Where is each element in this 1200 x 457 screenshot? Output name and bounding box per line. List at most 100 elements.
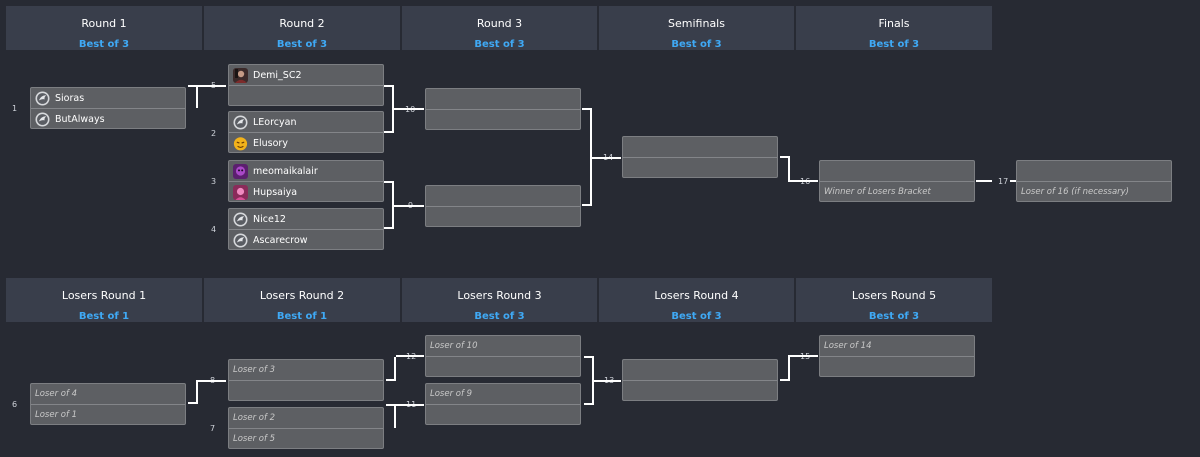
match-slot-top[interactable] (623, 137, 777, 157)
match-slot-bottom[interactable]: Winner of Losers Bracket (820, 182, 974, 202)
match-10[interactable] (425, 88, 581, 130)
slot-divider (426, 206, 580, 207)
round-name: Round 1 (81, 17, 127, 30)
match-3[interactable]: meomaikalair Hupsaiya (228, 160, 384, 202)
player-name: LEorcyan (253, 116, 297, 128)
match-17[interactable]: Loser of 16 (if necessary) (1016, 160, 1172, 202)
match-slot-top[interactable]: Loser of 9 (426, 384, 580, 404)
match-slot-bottom[interactable] (229, 381, 383, 401)
match-slot-bottom[interactable] (426, 405, 580, 425)
bracket-connector (384, 181, 394, 229)
match-11[interactable]: Loser of 9 (425, 383, 581, 425)
best-of-label: Best of 3 (474, 39, 525, 50)
bracket-connector (386, 404, 396, 428)
match-slot-top[interactable]: Loser of 10 (426, 336, 580, 356)
player-name: Demi_SC2 (253, 69, 302, 81)
best-of-label: Best of 3 (868, 39, 920, 50)
slot-divider (229, 181, 383, 182)
match-slot-top[interactable] (820, 161, 974, 181)
match-slot-top[interactable]: Loser of 4 (31, 384, 185, 404)
bracket-connector (394, 205, 424, 207)
placeholder-label: Loser of 14 (824, 341, 872, 351)
match-9[interactable] (425, 185, 581, 227)
placeholder-label: Loser of 5 (233, 434, 276, 444)
round-name: Losers Round 3 (457, 289, 542, 302)
wing-icon (35, 112, 50, 127)
placeholder-label: Loser of 9 (430, 389, 473, 399)
placeholder-label: Loser of 16 (if necessary) (1021, 187, 1130, 197)
match-1[interactable]: Sioras ButAlways (30, 87, 186, 129)
round-name: Semifinals (668, 17, 725, 30)
match-slot-top[interactable] (426, 186, 580, 206)
bracket-connector (1010, 180, 1016, 182)
match-slot-top[interactable]: Sioras (31, 88, 185, 108)
match-12[interactable]: Loser of 10 (425, 335, 581, 377)
match-slot-top[interactable] (623, 360, 777, 380)
match-4[interactable]: Nice12 Ascarecrow (228, 208, 384, 250)
match-13[interactable] (622, 359, 778, 401)
match-slot-top[interactable]: Loser of 2 (229, 408, 383, 428)
round-name: Losers Round 4 (654, 289, 739, 302)
match-8[interactable]: Loser of 3 (228, 359, 384, 401)
match-2[interactable]: LEorcyan Elusory (228, 111, 384, 153)
match-slot-bottom[interactable]: Ascarecrow (229, 230, 383, 250)
match-slot-bottom[interactable] (229, 86, 383, 106)
match-slot-top[interactable]: LEorcyan (229, 112, 383, 132)
match-slot-bottom[interactable]: Elusory (229, 133, 383, 153)
round-name: Losers Round 2 (259, 289, 345, 302)
header-round-3: Round 3 Best of 3 (402, 6, 597, 50)
placeholder-label: Loser of 2 (233, 413, 276, 423)
match-16[interactable]: Winner of Losers Bracket (819, 160, 975, 202)
match-15[interactable]: Loser of 14 (819, 335, 975, 377)
match-slot-top[interactable]: meomaikalair (229, 161, 383, 181)
placeholder-label: Loser of 10 (430, 341, 478, 351)
match-slot-bottom[interactable]: Loser of 5 (229, 429, 383, 449)
match-number: 4 (211, 225, 217, 234)
match-number: 2 (211, 129, 217, 138)
header-losers-round-2: Losers Round 2 Best of 1 (204, 278, 400, 322)
match-slot-bottom[interactable]: ButAlways (31, 109, 185, 129)
match-slot-bottom[interactable] (426, 357, 580, 377)
best-of-label: Best of 3 (671, 39, 722, 50)
match-slot-top[interactable]: Nice12 (229, 209, 383, 229)
header-round-1: Round 1 Best of 3 (6, 6, 202, 50)
wing-icon (233, 233, 248, 248)
slot-divider (229, 380, 383, 381)
match-6[interactable]: Loser of 4 Loser of 1 (30, 383, 186, 425)
match-number: 1 (12, 104, 18, 113)
bracket-connector (790, 355, 818, 357)
match-slot-bottom[interactable] (820, 357, 974, 377)
match-slot-bottom[interactable] (426, 110, 580, 130)
player-name: Elusory (253, 137, 288, 149)
match-slot-bottom[interactable]: Loser of 16 (if necessary) (1017, 182, 1171, 202)
emoji-avatar (233, 136, 248, 151)
best-of-label: Best of 3 (276, 39, 328, 50)
player-name: meomaikalair (253, 165, 318, 177)
match-slot-top[interactable]: Loser of 14 (820, 336, 974, 356)
player-name: Ascarecrow (253, 234, 308, 246)
player-name: Sioras (55, 92, 85, 104)
match-14[interactable] (622, 136, 778, 178)
bracket-connector (780, 355, 790, 381)
slot-divider (426, 404, 580, 405)
match-slot-bottom[interactable] (623, 158, 777, 178)
slot-divider (623, 380, 777, 381)
match-slot-top[interactable] (1017, 161, 1171, 181)
slot-divider (229, 229, 383, 230)
match-slot-bottom[interactable]: Hupsaiya (229, 182, 383, 202)
match-slot-top[interactable]: Demi_SC2 (229, 65, 383, 85)
bracket-connector (584, 356, 594, 405)
match-slot-bottom[interactable] (426, 207, 580, 227)
match-slot-bottom[interactable] (623, 381, 777, 401)
header-losers-round-5: Losers Round 5 Best of 3 (796, 278, 992, 322)
match-slot-top[interactable] (426, 89, 580, 109)
best-of-label: Best of 3 (868, 311, 920, 322)
match-number: 3 (211, 177, 217, 186)
match-5[interactable]: Demi_SC2 (228, 64, 384, 106)
bracket-connector (780, 156, 790, 182)
match-7[interactable]: Loser of 2 Loser of 5 (228, 407, 384, 449)
round-name: Losers Round 5 (851, 289, 937, 302)
best-of-label: Best of 3 (474, 311, 525, 322)
match-slot-top[interactable]: Loser of 3 (229, 360, 383, 380)
match-slot-bottom[interactable]: Loser of 1 (31, 405, 185, 425)
